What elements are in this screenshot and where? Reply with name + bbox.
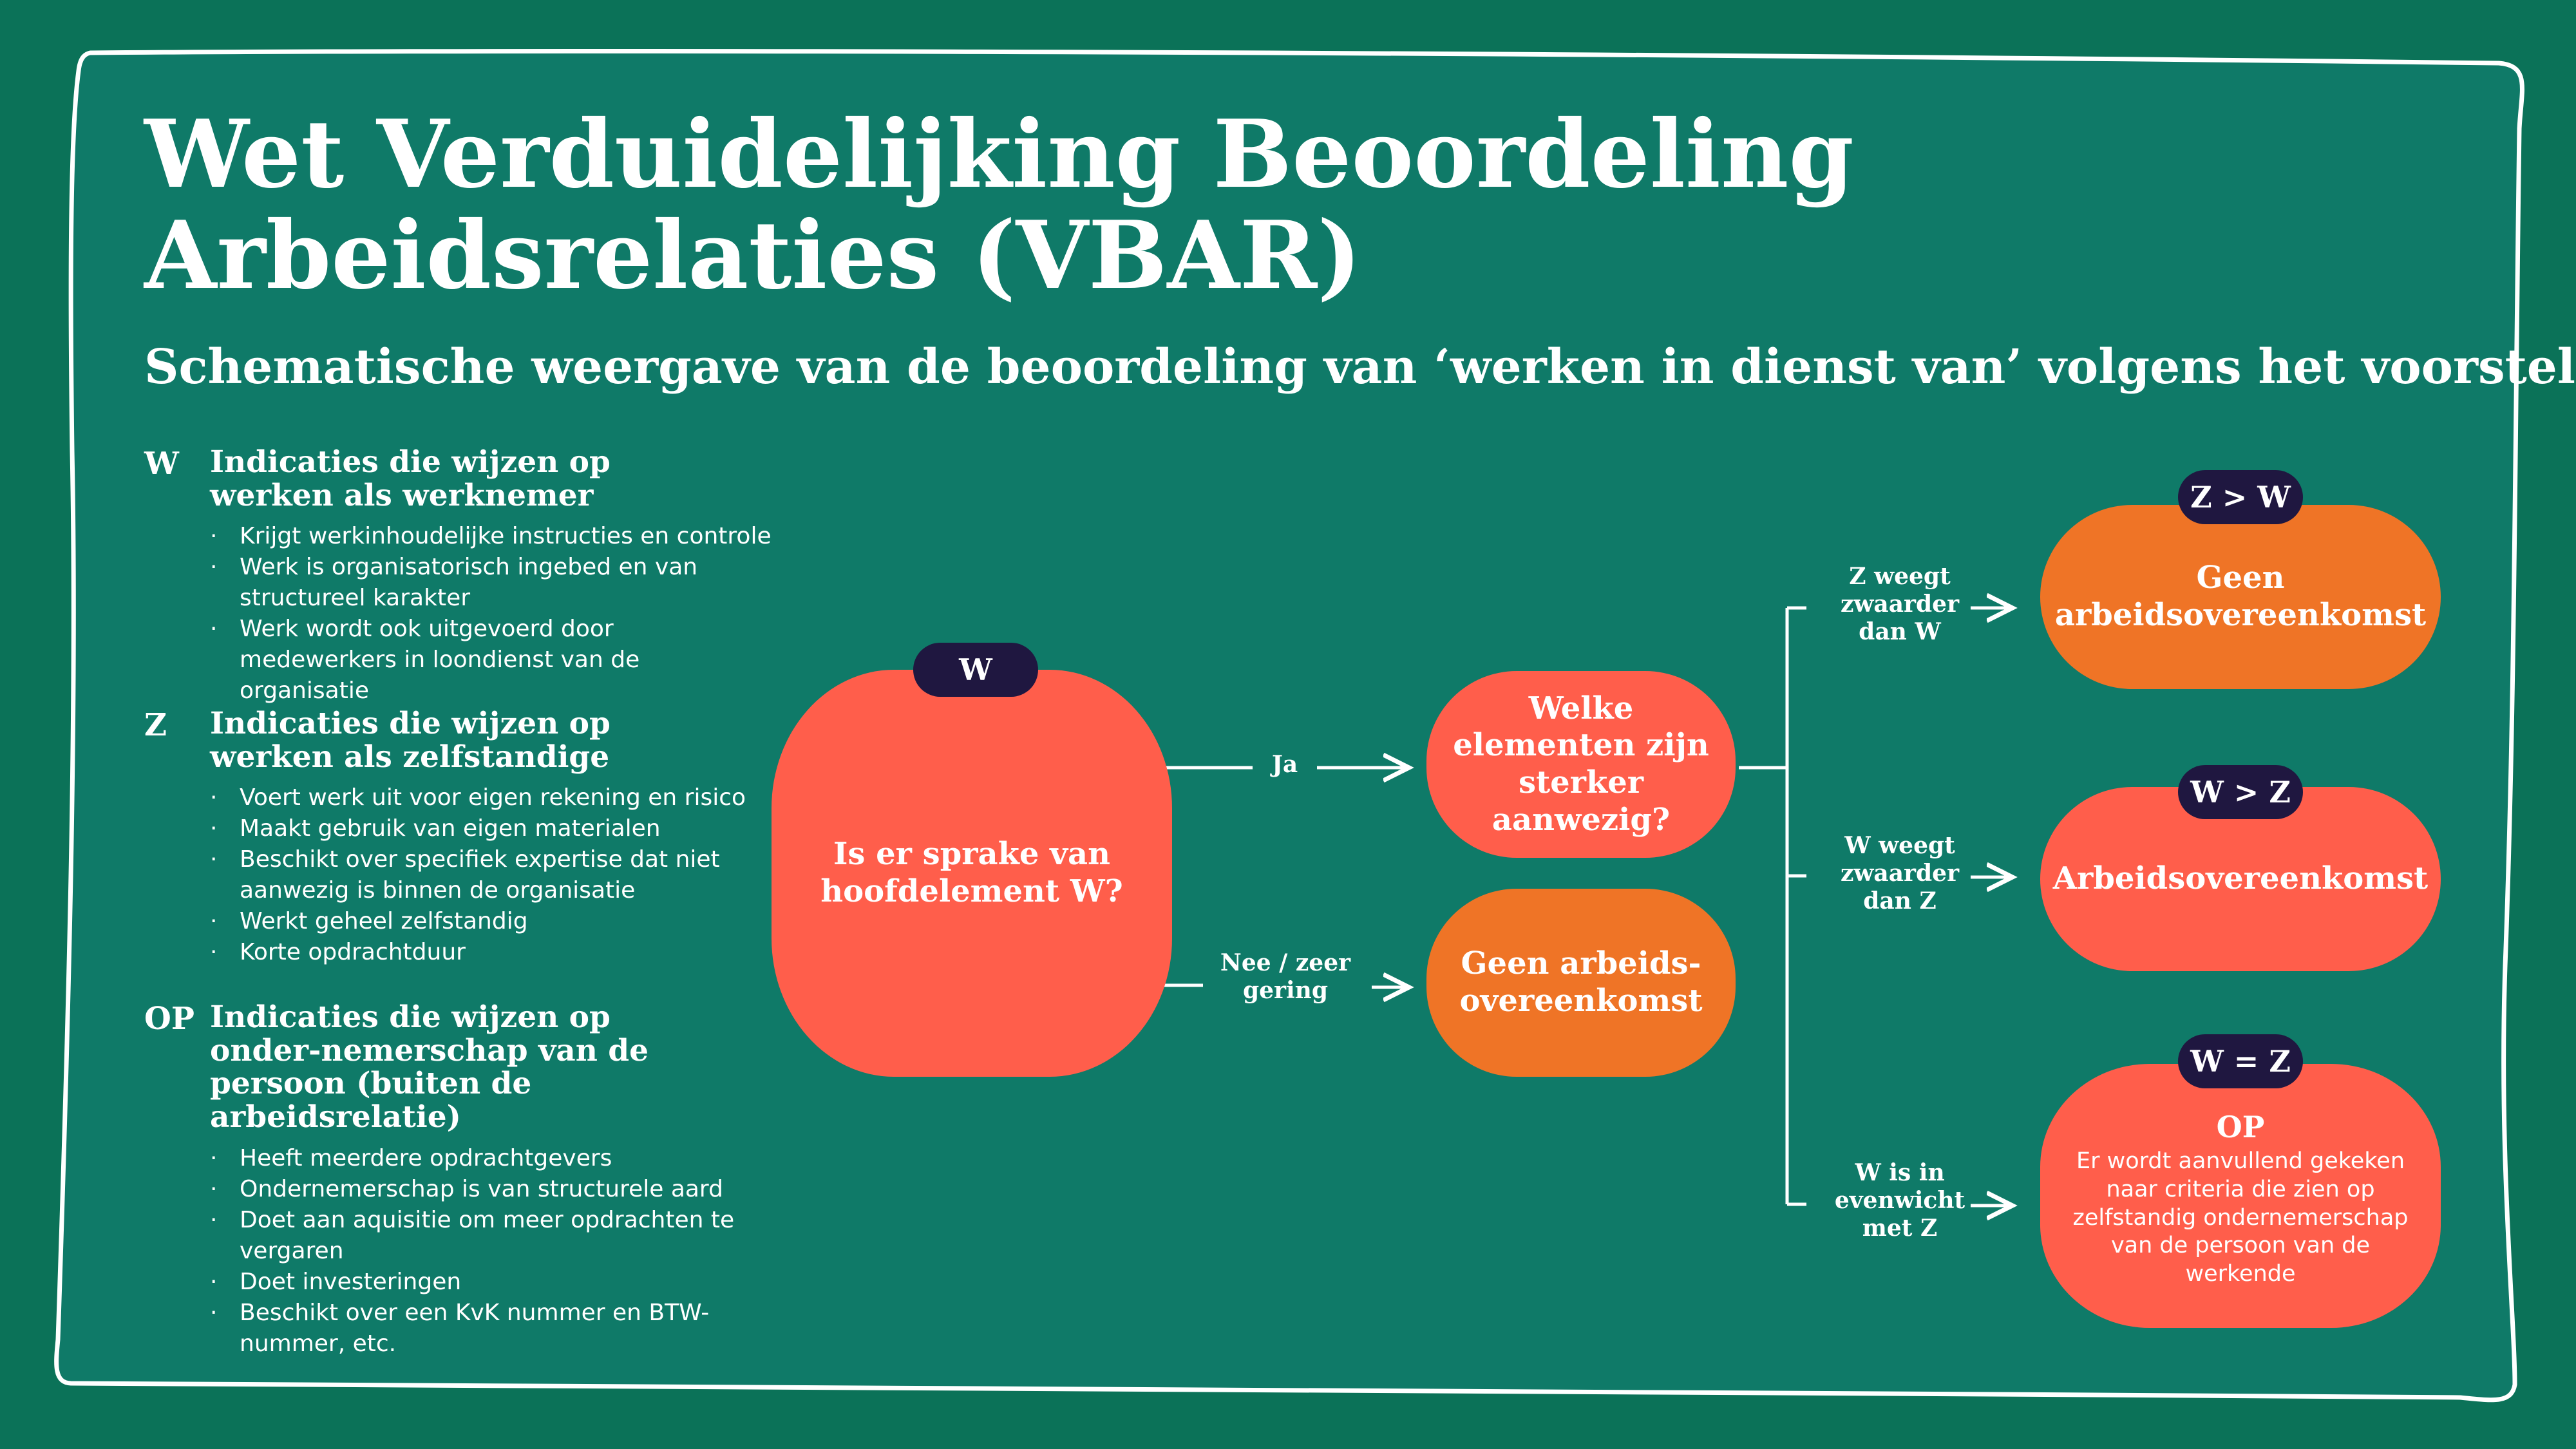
result-badge-w-gt-z: W > Z (2178, 765, 2303, 819)
result-node-text: Geen arbeidsovereenkomst (2054, 560, 2427, 633)
legend-list: Voert werk uit voor eigen rekening en ri… (210, 782, 775, 968)
no-contract-node: Geen arbeids-overeenkomst (1426, 889, 1736, 1077)
legend-item: Korte opdrachtduur (210, 937, 775, 968)
legend-item: Werkt geheel zelfstandig (210, 906, 775, 937)
legend-item: Krijgt werkinhoudelijke instructies en c… (210, 521, 775, 552)
title-line-2: Arbeidsrelaties (VBAR) (144, 201, 1362, 310)
legend-group-w: W Indicaties die wijzen op werken als we… (144, 446, 775, 706)
branch-label-1: Z weegt zwaarder dan W (1840, 563, 1960, 646)
branch-label-3: W is in evenwicht met Z (1834, 1159, 1965, 1242)
legend-item: Beschikt over een KvK nummer en BTW-numm… (210, 1298, 775, 1359)
legend-item: Werk is organisatorisch ingebed en van s… (210, 552, 775, 614)
result-badge-z-gt-w: Z > W (2178, 470, 2303, 524)
legend-letter: W (144, 446, 179, 482)
result-node-op: OP Er wordt aanvullend gekeken naar crit… (2040, 1064, 2441, 1328)
legend-item: Doet aan aquisitie om meer opdrachten te… (210, 1205, 775, 1267)
legend-heading: Indicaties die wijzen op onder-nemerscha… (210, 999, 649, 1135)
legend-list: Heeft meerdere opdrachtgevers Ondernemer… (210, 1143, 775, 1359)
legend-item: Ondernemerschap is van structurele aard (210, 1174, 775, 1205)
legend-letter: OP (144, 1001, 194, 1037)
legend-item: Voert werk uit voor eigen rekening en ri… (210, 782, 775, 813)
op-description: Er wordt aanvullend gekeken naar criteri… (2072, 1148, 2409, 1287)
compare-node-text: Welke elementen zijn sterker aanwezig? (1453, 690, 1709, 838)
branch-label-2: W weegt zwaarder dan Z (1840, 832, 1960, 915)
legend-item: Beschikt over specifiek expertise dat ni… (210, 844, 775, 906)
legend-heading: Indicaties die wijzen op werken als werk… (210, 444, 611, 513)
op-title: OP (2216, 1110, 2265, 1145)
legend-item: Werk wordt ook uitgevoerd door medewerke… (210, 614, 775, 706)
start-node: Is er sprake van hoofdelement W? (772, 670, 1172, 1077)
result-node-text: Arbeidsovereenkomst (2052, 860, 2429, 897)
result-badge-w-eq-z: W = Z (2178, 1034, 2303, 1088)
compare-node: Welke elementen zijn sterker aanwezig? (1426, 671, 1736, 858)
title-line-1: Wet Verduidelijking Beoordeling (144, 100, 1854, 209)
panel-outline (54, 48, 2524, 1403)
edge-no-label: Nee / zeer gering (1220, 949, 1351, 1005)
legend-letter: Z (144, 707, 167, 743)
legend-item: Doet investeringen (210, 1267, 775, 1298)
no-contract-node-text: Geen arbeids-overeenkomst (1459, 945, 1703, 1019)
legend-heading: Indicaties die wijzen op werken als zelf… (210, 706, 611, 775)
edge-yes-label: Ja (1271, 751, 1298, 778)
legend-list: Krijgt werkinhoudelijke instructies en c… (210, 521, 775, 706)
legend-item: Heeft meerdere opdrachtgevers (210, 1143, 775, 1174)
legend-group-z: Z Indicaties die wijzen op werken als ze… (144, 706, 775, 969)
result-node-no-contract: Geen arbeidsovereenkomst (2040, 505, 2441, 689)
page-subtitle: Schematische weergave van de beoordeling… (144, 339, 2575, 395)
start-node-text: Is er sprake van hoofdelement W? (820, 836, 1123, 909)
legend-group-op: OP Indicaties die wijzen op onder-nemers… (144, 1001, 775, 1359)
legend-item: Maakt gebruik van eigen materialen (210, 813, 775, 844)
page-title: Wet Verduidelijking Beoordeling Arbeidsr… (144, 108, 2076, 303)
start-badge: W (913, 643, 1038, 697)
